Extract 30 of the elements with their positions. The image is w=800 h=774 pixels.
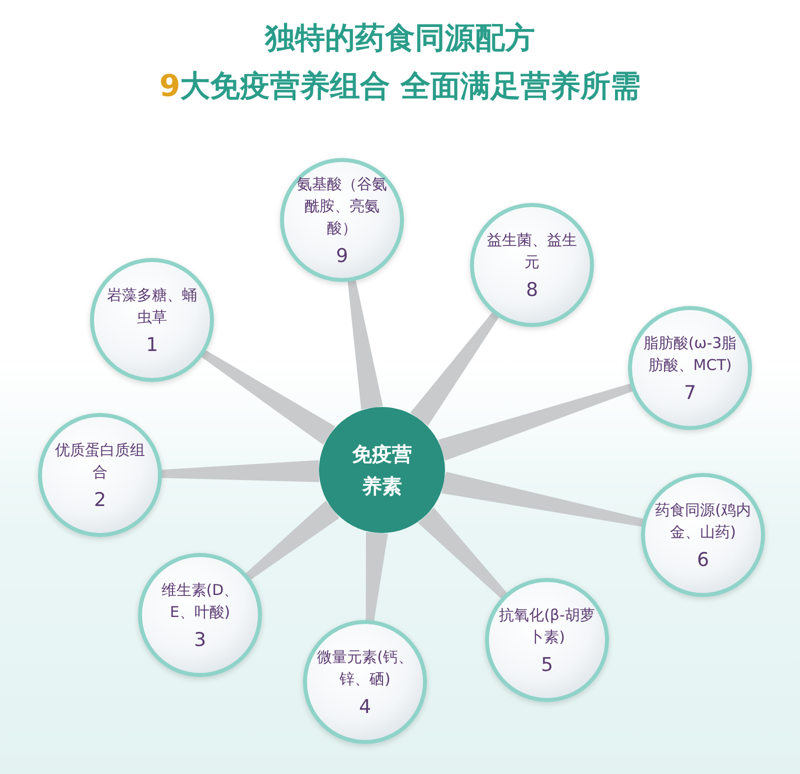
connector [418, 508, 508, 600]
bubble-label: 益生菌、益生元 [486, 230, 578, 273]
connector [200, 349, 336, 445]
bubble-label: 氨基酸（谷氨酰胺、亮氨酸） [296, 174, 388, 239]
bubble-number: 7 [684, 382, 696, 404]
bubble-label: 微量元素(钙、锌、硒) [316, 647, 414, 690]
connector [442, 472, 645, 528]
bubble-number: 8 [526, 279, 538, 301]
subtitle: 9大免疫营养组合 全面满足营养所需 [158, 68, 642, 106]
bubble-label: 维生素(D、E、叶酸) [160, 580, 240, 623]
bubble-number: 1 [146, 334, 158, 356]
connector [410, 311, 500, 426]
bubble-number: 2 [94, 489, 106, 511]
bubble-label: 优质蛋白质组合 [54, 440, 146, 483]
bubble-number: 6 [696, 549, 710, 571]
bubble-number: 5 [540, 654, 554, 676]
connector [160, 460, 320, 482]
bubble-label: 药食同源(鸡内金、山药) [654, 500, 752, 543]
connector [366, 532, 388, 622]
bubble-label: 抗氧化(β-胡萝卜素) [498, 605, 596, 648]
bubble-label: 岩藻多糖、蛹虫草 [106, 285, 198, 328]
bubble-number: 9 [336, 245, 348, 267]
connector [244, 500, 340, 581]
center-label: 免疫营养素 [351, 441, 413, 500]
title: 独特的药食同源配方 [264, 20, 536, 58]
bubble-number: 3 [194, 629, 206, 651]
bubble-number: 4 [358, 696, 372, 718]
bubble-label: 脂肪酸(ω-3脂肪酸、MCT) [642, 333, 738, 376]
connector [438, 383, 634, 461]
connector [348, 278, 383, 410]
